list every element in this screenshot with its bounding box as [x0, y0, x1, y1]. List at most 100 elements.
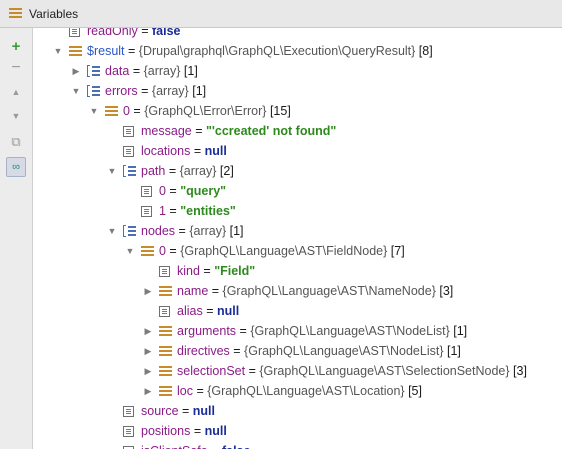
collapse-arrow-icon[interactable]: ▼ [107, 166, 117, 176]
variable-value: null [216, 304, 240, 318]
equals-sign: = [124, 44, 139, 58]
tree-row[interactable]: message = "'ccreated' not found" [33, 121, 562, 141]
expand-arrow-icon[interactable]: ▶ [144, 386, 152, 396]
move-up-icon[interactable]: ▲ [11, 87, 21, 97]
expand-arrow-icon[interactable]: ▶ [72, 66, 80, 76]
variable-type: {array} [143, 64, 181, 78]
object-icon [159, 366, 172, 377]
variable-name: locations [141, 144, 191, 158]
tree-row[interactable]: ▼ 0 = {GraphQL\Language\AST\FieldNode} [7… [33, 241, 562, 261]
variable-type: {GraphQL\Language\AST\NodeList} [250, 324, 450, 338]
tree-row[interactable]: ▼errors = {array} [1] [33, 81, 562, 101]
tree-row[interactable]: source = null [33, 401, 562, 421]
variable-name: readOnly [87, 28, 138, 38]
row-text: loc = {GraphQL\Language\AST\Location} [5… [177, 381, 422, 401]
variable-type: {GraphQL\Language\AST\NameNode} [222, 284, 436, 298]
equals-sign: = [192, 384, 208, 398]
equals-sign: = [165, 204, 181, 218]
collapse-arrow-icon[interactable]: ▼ [53, 46, 63, 56]
object-icon [69, 46, 82, 57]
tree-row[interactable]: ▼ $result = {Drupal\graphql\GraphQL\Execu… [33, 41, 562, 61]
equals-sign: = [208, 284, 223, 298]
variable-value: null [204, 424, 227, 438]
window-titlebar: Variables [0, 0, 562, 28]
remove-watch-icon[interactable]: − [11, 59, 21, 76]
row-text: directives = {GraphQL\Language\AST\NodeL… [177, 341, 461, 361]
child-count: [8] [415, 44, 433, 58]
child-count: [3] [509, 364, 527, 378]
variable-type: {GraphQL\Language\AST\Location} [207, 384, 405, 398]
equals-sign: = [175, 224, 190, 238]
child-count: [15] [266, 104, 291, 118]
tree-row[interactable]: positions = null [33, 421, 562, 441]
equals-sign: = [178, 404, 193, 418]
tree-row[interactable]: readOnly = false [33, 28, 562, 41]
child-count: [1] [226, 224, 244, 238]
tree-row[interactable]: locations = null [33, 141, 562, 161]
tree-row[interactable]: ▶selectionSet = {GraphQL\Language\AST\Se… [33, 361, 562, 381]
array-icon [87, 65, 100, 77]
show-variables-icon[interactable]: ∞ [6, 157, 26, 177]
tree-row[interactable]: ▶ arguments = {GraphQL\Language\AST\NodeL… [33, 321, 562, 341]
row-text: path = {array} [2] [141, 161, 234, 181]
row-text: 0 = {GraphQL\Error\Error} [15] [123, 101, 291, 121]
variable-name: $result [87, 44, 125, 58]
expand-arrow-icon[interactable]: ▶ [144, 366, 152, 376]
variable-value: "Field" [214, 264, 256, 278]
row-text: $result = {Drupal\graphql\GraphQL\Execut… [87, 41, 433, 61]
tree-row[interactable]: 1 = "entities" [33, 201, 562, 221]
add-watch-icon[interactable]: + [11, 37, 21, 55]
tree-row[interactable]: ▶ directives = {GraphQL\Language\AST\Node… [33, 341, 562, 361]
child-count: [3] [435, 284, 454, 298]
equals-sign: = [165, 184, 181, 198]
tree-row[interactable]: isClientSafe = false [33, 441, 562, 449]
expand-arrow-icon[interactable]: ▶ [144, 346, 152, 356]
tree-row[interactable]: ▶name = {GraphQL\Language\AST\NameNode} … [33, 281, 562, 301]
object-icon [159, 286, 172, 297]
collapse-arrow-icon[interactable]: ▼ [107, 226, 117, 236]
row-text: positions = null [141, 421, 227, 441]
expand-arrow-icon[interactable]: ▶ [144, 326, 152, 336]
copy-icon[interactable]: ⧉ [11, 134, 21, 149]
variables-tree: readOnly = false ▼ $result = {Drupal\graph… [33, 28, 562, 449]
row-text: alias = null [177, 301, 239, 321]
row-text: arguments = {GraphQL\Language\AST\NodeLi… [177, 321, 467, 341]
tree-row[interactable]: ▼ nodes = {array} [1] [33, 221, 562, 241]
tree-row[interactable]: ▼ path = {array} [2] [33, 161, 562, 181]
field-icon [69, 28, 80, 37]
equals-sign: = [208, 444, 222, 449]
equals-sign: = [137, 28, 152, 38]
collapse-arrow-icon[interactable]: ▼ [125, 246, 135, 256]
child-count: [1] [443, 344, 461, 358]
row-text: kind = "Field" [177, 261, 255, 281]
array-icon [123, 165, 136, 177]
child-count: [7] [387, 244, 405, 258]
row-text: 0 = "query" [159, 181, 226, 201]
row-text: 0 = {GraphQL\Language\AST\FieldNode} [7] [159, 241, 405, 261]
tree-row[interactable]: alias = null [33, 301, 562, 321]
expand-arrow-icon[interactable]: ▶ [144, 286, 152, 296]
variables-icon [9, 8, 22, 19]
collapse-arrow-icon[interactable]: ▼ [71, 86, 81, 96]
row-text: message = "'ccreated' not found" [141, 121, 336, 141]
variable-name: 0 [159, 244, 166, 258]
tree-row[interactable]: 0 = "query" [33, 181, 562, 201]
variable-name: positions [141, 424, 191, 438]
child-count: [5] [404, 384, 422, 398]
variable-name: selectionSet [177, 364, 246, 378]
variable-value: "'ccreated' not found" [205, 124, 337, 138]
variable-name: source [141, 404, 179, 418]
move-down-icon[interactable]: ▼ [11, 111, 21, 121]
tree-row[interactable]: ▼ 0 = {GraphQL\Error\Error} [15] [33, 101, 562, 121]
field-icon [159, 306, 170, 317]
row-text: locations = null [141, 141, 227, 161]
collapse-arrow-icon[interactable]: ▼ [89, 106, 99, 116]
field-icon [123, 446, 134, 449]
variable-name: 1 [159, 204, 166, 218]
equals-sign: = [245, 364, 260, 378]
tree-row[interactable]: ▶data = {array} [1] [33, 61, 562, 81]
tree-row[interactable]: kind = "Field" [33, 261, 562, 281]
tree-row[interactable]: ▶ loc = {GraphQL\Language\AST\Location} [… [33, 381, 562, 401]
row-text: nodes = {array} [1] [141, 221, 244, 241]
variable-name: data [105, 64, 130, 78]
